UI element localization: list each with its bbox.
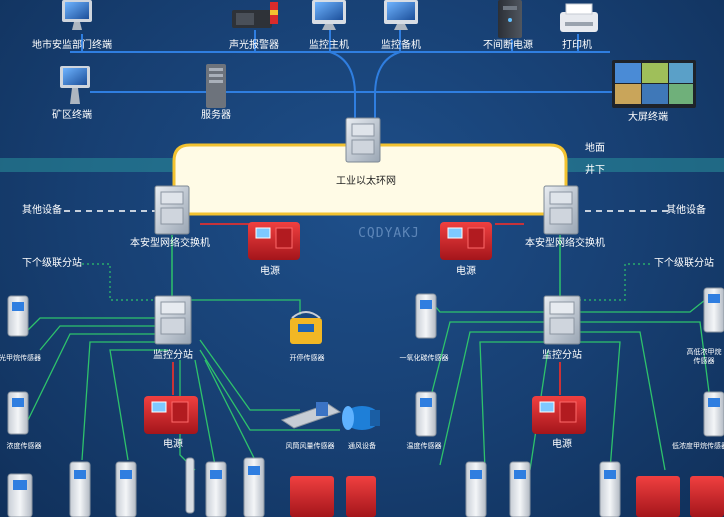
sensor-right-red-1	[636, 476, 680, 517]
sensor-bottom-red-1	[290, 476, 334, 517]
label-sensor-switch: 开停传感器	[289, 354, 325, 362]
sensor-left-8	[243, 457, 265, 517]
right-switch-icon	[543, 185, 579, 235]
label-sensor-concentration: 浓度传感器	[6, 442, 42, 450]
right-substation-power-icon	[532, 396, 586, 434]
label-ethernet-ring: 工业以太环网	[336, 176, 396, 187]
top-network-links	[70, 30, 645, 118]
label-left-substation-power: 电源	[163, 439, 183, 450]
watermark: CQDYAKJ	[358, 226, 420, 241]
airflow-sensor-icon	[280, 402, 342, 429]
core-switch-icon	[345, 117, 381, 163]
sensor-left-4	[69, 461, 91, 517]
sensor-bottom-red-2	[346, 476, 376, 517]
label-right-substation-power: 电源	[552, 439, 572, 450]
label-right-switch: 本安型网络交换机	[525, 238, 605, 249]
label-sensor-co: 一氧化碳传感器	[399, 354, 449, 362]
alarm-icon	[232, 2, 278, 28]
left-power-icon	[248, 222, 300, 260]
label-sensor-airflow: 风筒风量传感器	[285, 442, 335, 450]
sensor-right-2	[509, 461, 531, 517]
label-big-screen: 大屏终端	[628, 112, 668, 123]
label-server: 服务器	[201, 110, 231, 121]
label-sensor-methane: 光甲烷传感器	[0, 354, 41, 362]
sensor-left-7	[205, 461, 227, 517]
ventilation-fan-icon	[342, 406, 380, 430]
printer-icon	[560, 3, 598, 32]
sensor-left-5	[115, 461, 137, 517]
label-city-terminal: 地市安监部门终端	[32, 40, 112, 51]
monitor-backup-icon	[384, 0, 418, 30]
sensor-right-high	[703, 287, 724, 333]
label-right-next-substation: 下个级联分站	[654, 258, 714, 269]
right-power-icon	[440, 222, 492, 260]
label-left-substation: 监控分站	[153, 350, 193, 361]
city-terminal-icon	[62, 0, 92, 30]
label-alarm: 声光报警器	[229, 40, 279, 51]
label-ups: 不间断电源	[483, 40, 533, 51]
sensor-group	[7, 287, 724, 517]
left-substation-power-icon	[144, 396, 198, 434]
sensor-right-red-2	[690, 476, 724, 517]
label-monitor-host: 监控主机	[309, 40, 349, 51]
label-left-next-substation: 下个级联分站	[22, 258, 82, 269]
label-printer: 打印机	[562, 40, 592, 51]
sensor-right-co	[415, 293, 437, 339]
power-links	[172, 223, 561, 395]
left-sensor-links	[27, 299, 340, 471]
label-ventilation: 通风设备	[348, 442, 376, 450]
switch-sensor-icon	[290, 311, 322, 344]
server-icon	[206, 64, 226, 108]
monitor-host-icon	[312, 0, 346, 30]
label-left-power: 电源	[260, 266, 280, 277]
sensor-right-low	[703, 391, 724, 437]
left-switch-icon	[154, 185, 190, 235]
sensor-left-3	[7, 473, 33, 517]
sensor-left-1	[7, 295, 29, 337]
sensor-left-6	[185, 457, 195, 514]
right-substation-icon	[543, 295, 581, 345]
mine-terminal-icon	[60, 66, 90, 104]
label-right-substation: 监控分站	[542, 350, 582, 361]
ups-icon	[498, 0, 522, 38]
label-monitor-backup: 监控备机	[381, 40, 421, 51]
label-surface: 地面	[585, 143, 605, 154]
label-sensor-low-methane: 低浓度甲烷传感器	[672, 442, 724, 450]
label-sensor-temp: 温度传感器	[406, 442, 442, 450]
label-sensor-high-methane: 高低浓甲烷传感器	[686, 348, 722, 365]
cascade-links	[82, 263, 650, 301]
label-right-other-device: 其他设备	[666, 205, 706, 216]
sensor-right-3	[599, 461, 621, 517]
sensor-left-2	[7, 391, 29, 435]
label-underground: 井下	[585, 165, 605, 176]
sensor-right-temp	[415, 391, 437, 437]
label-left-other-device: 其他设备	[22, 205, 62, 216]
big-screen-icon	[612, 60, 696, 108]
switch-substation-links	[171, 235, 561, 296]
sensor-right-1	[465, 461, 487, 517]
label-left-switch: 本安型网络交换机	[130, 238, 210, 249]
label-mine-terminal: 矿区终端	[52, 110, 92, 121]
label-right-power: 电源	[456, 266, 476, 277]
left-substation-icon	[154, 295, 192, 345]
